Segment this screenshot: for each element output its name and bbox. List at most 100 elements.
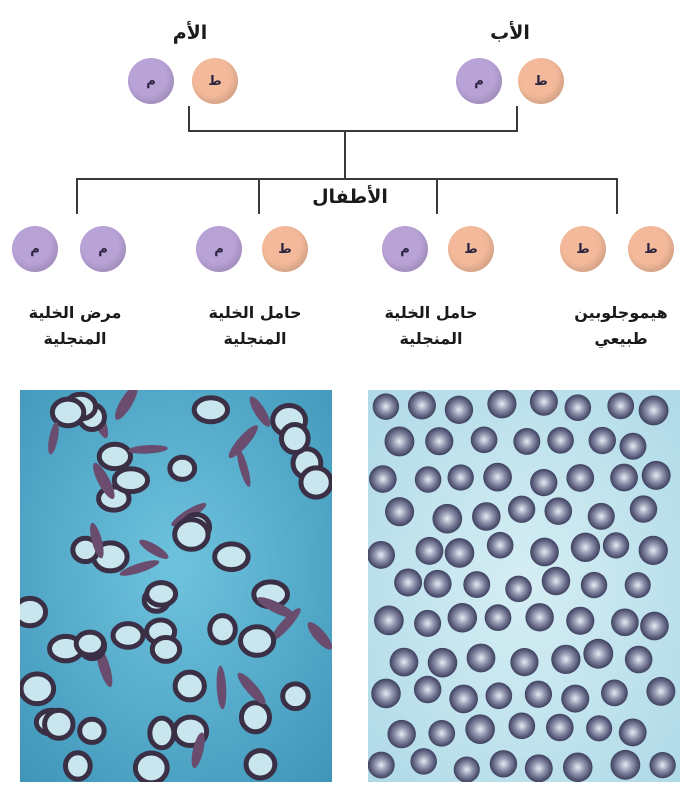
red-blood-cell	[524, 754, 553, 782]
red-blood-cell	[432, 503, 463, 534]
red-blood-cell	[601, 679, 628, 707]
red-blood-cell	[570, 532, 601, 562]
red-blood-cell	[618, 718, 647, 747]
child4-allele-normal-a: ط	[560, 226, 606, 272]
parents-join-line	[188, 130, 518, 132]
child1-phenotype: مرض الخلية المنجلية	[0, 300, 150, 352]
red-blood-cell	[463, 571, 491, 599]
child1-phenotype-line1: مرض الخلية	[28, 303, 122, 322]
red-blood-cell	[566, 606, 595, 635]
red-blood-cell	[238, 700, 273, 735]
red-blood-cell	[508, 712, 536, 740]
red-blood-cell	[638, 395, 669, 426]
red-blood-cell	[368, 540, 395, 569]
red-blood-cell	[561, 684, 590, 713]
red-blood-cell	[298, 465, 332, 500]
red-blood-cell	[602, 532, 630, 559]
red-blood-cell	[470, 426, 498, 454]
red-blood-cell	[147, 715, 177, 751]
red-blood-cell	[566, 464, 595, 492]
red-blood-cell	[649, 751, 676, 779]
red-blood-cell	[529, 390, 558, 416]
red-blood-cell	[384, 426, 415, 457]
sickle-cell	[139, 539, 169, 559]
child2-drop-line	[258, 178, 260, 214]
red-blood-cell	[530, 468, 558, 497]
red-blood-cell	[387, 719, 416, 749]
red-blood-cell	[212, 541, 251, 573]
child3-drop-line	[436, 178, 438, 214]
red-blood-cell	[546, 713, 574, 742]
father-drop-line	[516, 106, 518, 132]
normal-blood-micrograph-image	[368, 390, 680, 782]
red-blood-cell	[483, 462, 512, 492]
sickle-cell	[237, 449, 251, 487]
child3-allele-normal: ط	[448, 226, 494, 272]
red-blood-cell	[580, 571, 608, 599]
red-blood-cell	[62, 750, 93, 782]
red-blood-cell	[530, 537, 559, 567]
red-blood-cell	[425, 427, 454, 456]
red-blood-cell	[243, 748, 278, 781]
red-blood-cell	[547, 426, 574, 454]
red-blood-cell	[413, 675, 442, 704]
red-blood-cell	[638, 535, 668, 566]
red-blood-cell	[172, 517, 211, 552]
mother-allele-normal: ط	[192, 58, 238, 104]
red-blood-cell	[562, 752, 593, 782]
red-blood-cell	[505, 575, 532, 603]
child4-drop-line	[616, 178, 618, 214]
father-allele-sickle: م	[456, 58, 502, 104]
mother-label: الأم	[172, 22, 208, 44]
center-stem-line	[344, 130, 346, 178]
red-blood-cell	[444, 538, 475, 568]
red-blood-cell	[447, 464, 474, 491]
red-blood-cell	[410, 748, 437, 775]
red-blood-cell	[640, 611, 669, 641]
sickle-cell	[228, 425, 258, 459]
sickle-cell	[114, 390, 138, 420]
red-blood-cell	[77, 716, 107, 745]
red-blood-cell	[510, 648, 539, 677]
red-blood-cell	[465, 714, 495, 744]
red-blood-cell	[20, 671, 57, 707]
red-blood-cell	[191, 395, 231, 425]
red-blood-cell	[20, 595, 49, 629]
red-blood-cell	[624, 572, 651, 599]
child4-phenotype: هيموجلوبين طبيعي	[546, 300, 696, 352]
child1-allele-sickle-b: م	[80, 226, 126, 272]
red-blood-cell	[564, 394, 592, 422]
sickle-cell-micrograph	[20, 390, 332, 782]
red-blood-cell	[144, 580, 179, 608]
red-blood-cell	[427, 647, 458, 678]
red-blood-cell	[407, 391, 436, 420]
red-blood-cell	[586, 715, 613, 742]
red-blood-cell	[551, 644, 581, 675]
red-blood-cell	[444, 395, 474, 424]
red-blood-cell	[73, 629, 107, 658]
mother-drop-line	[188, 106, 190, 132]
red-blood-cell	[414, 609, 442, 637]
red-blood-cell	[619, 432, 647, 460]
sickle-cell	[307, 622, 332, 650]
red-blood-cell	[472, 502, 501, 531]
red-blood-cell	[394, 568, 423, 597]
red-blood-cell	[453, 756, 480, 782]
red-blood-cell	[389, 647, 419, 677]
father-label: الأب	[490, 22, 530, 44]
child1-phenotype-line2: المنجلية	[43, 329, 107, 348]
red-blood-cell	[280, 681, 311, 712]
child3-phenotype-line2: المنجلية	[399, 329, 463, 348]
sickle-cell	[119, 560, 160, 576]
red-blood-cell	[369, 465, 397, 493]
red-blood-cell	[447, 603, 478, 633]
red-blood-cell	[111, 466, 151, 495]
red-blood-cell	[583, 638, 614, 669]
red-blood-cell	[610, 463, 638, 492]
father-allele-normal: ط	[518, 58, 564, 104]
red-blood-cell	[525, 603, 554, 632]
red-blood-cell	[641, 460, 671, 490]
child2-allele-normal: ط	[262, 226, 308, 272]
red-blood-cell	[237, 624, 277, 658]
child4-phenotype-line2: طبيعي	[594, 329, 648, 348]
